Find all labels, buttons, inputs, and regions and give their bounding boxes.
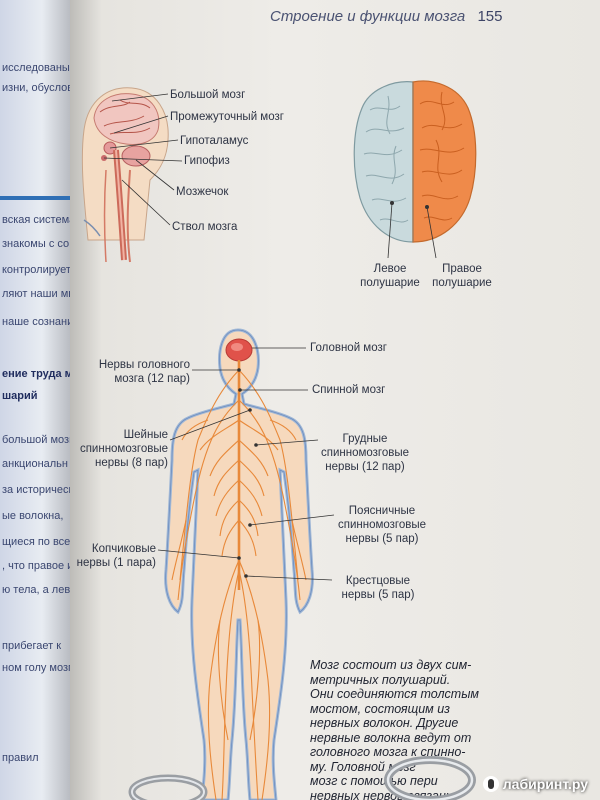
lumbar-line-1: Поясничные [348, 505, 416, 517]
left-hemisphere-line-2: полушарие [360, 277, 420, 289]
label-cerebrum: Большой мозг [170, 89, 246, 101]
caption-line: нервные волокна ведут от [310, 730, 472, 745]
anatomy-illustrations [81, 80, 477, 800]
adjacent-page-text-line: шарий [2, 390, 38, 402]
right-hemisphere-line-2: полушарие [432, 277, 492, 289]
adjacent-page-text-line: знакомы с со стр [2, 238, 70, 250]
adjacent-page-rule [0, 196, 70, 200]
watermark-text: лабиринт.ру [502, 776, 588, 792]
adjacent-page-text-line: прибегает к [2, 640, 62, 652]
caption-line: Они соединяются толстым [310, 687, 479, 701]
adjacent-page-text-line: ю тела, а лево [2, 584, 70, 596]
thoracic-line-1: Грудные [342, 433, 388, 445]
label-right-hemisphere: Правое полушарие [422, 262, 502, 290]
caption-line: мозг с помощью пери [310, 774, 438, 788]
label-diencephalon: Промежуточный мозг [170, 111, 284, 123]
label-coccygeal-nerves: Копчиковые нервы (1 пара) [70, 542, 156, 570]
caption-line: Мозг состоит из двух сим- [310, 658, 472, 672]
adjacent-page-text-line: изни, обуслове [2, 82, 70, 94]
thoracic-line-2: спинномозговые [320, 447, 410, 459]
left-hemisphere-line-1: Левое [373, 263, 407, 275]
adjacent-page-text-line: большой мозг д [2, 434, 70, 446]
sacral-line-1: Крестцовые [345, 575, 411, 587]
lumbar-line-2: спинномозговые [337, 519, 427, 531]
label-cerebellum: Мозжечок [176, 186, 229, 198]
illustration-caption: Мозг состоит из двух сим-метричных полуш… [310, 658, 510, 800]
head-sagittal-diagram [81, 87, 183, 263]
page-number: 155 [477, 8, 503, 25]
caption-line: головного мозга к спинно- [310, 745, 466, 759]
right-hemisphere-line-1: Правое [442, 263, 482, 275]
adjacent-page-fragment: исследованы бес изни, обуслове вская систе… [0, 0, 70, 800]
label-spinal-cord: Спинной мозг [312, 384, 386, 396]
adjacent-page-text-line: исследованы бес [2, 62, 70, 74]
thoracic-line-3: нервы (12 пар) [325, 461, 405, 473]
cervical-line-3: нервы (8 пар) [95, 457, 168, 469]
cervical-line-1: Шейные [123, 429, 168, 441]
adjacent-page-text-line: ном голу мозга [2, 662, 70, 674]
label-thoracic-nerves: Грудные спинномозговые нервы (12 пар) [310, 432, 420, 474]
caption-line: мостом, состоящим из [310, 701, 450, 716]
adjacent-page-text-line: правил [2, 752, 39, 764]
adjacent-page-text-line: ение труда м [2, 368, 70, 380]
sacral-line-2: нервы (5 пар) [341, 589, 415, 601]
label-cranial-nerves: Нервы головного мозга (12 пар) [84, 358, 190, 386]
label-left-hemisphere: Левое полушарие [350, 262, 430, 290]
brain-hemispheres-diagram [353, 80, 477, 259]
label-lumbar-nerves: Поясничные спинномозговые нервы (5 пар) [326, 504, 438, 546]
book-page: Строение и функции мозга 155 [70, 0, 600, 800]
lumbar-line-3: нервы (5 пар) [345, 533, 419, 545]
label-brain: Головной мозг [310, 342, 387, 354]
adjacent-page-text-line: анкциональн [2, 458, 68, 470]
adjacent-page-text-line: ляют наши мы [2, 288, 70, 300]
running-head: Строение и функции мозга 155 [270, 8, 502, 25]
adjacent-page-text-line: наше сознание. [2, 316, 70, 328]
cervical-line-2: спинномозговые [79, 443, 168, 455]
labirint-logo-icon [482, 776, 499, 792]
label-pituitary: Гипофиз [184, 155, 230, 167]
adjacent-page-text-line: вская система, гл [2, 214, 70, 226]
label-sacral-nerves: Крестцовые нервы (5 пар) [328, 574, 428, 602]
body-nervous-system-diagram [157, 328, 335, 800]
binder-ring-right-highlight [386, 758, 474, 800]
binder-ring-left-highlight [131, 777, 205, 800]
adjacent-page-text-line: за историческ [2, 484, 70, 496]
coccygeal-line-1: Копчиковые [91, 543, 156, 555]
cranial-line-2: мозга (12 пар) [114, 373, 190, 385]
cranial-line-1: Нервы головного [98, 359, 190, 371]
adjacent-page-text-line: , что правое и [2, 560, 70, 572]
caption-line: нервных нервов связаны [310, 788, 455, 800]
watermark: лабиринт.ру [482, 776, 588, 792]
label-brainstem: Ствол мозга [172, 221, 238, 233]
caption-line: нервных волокон. Другие [310, 716, 459, 730]
caption-line: метричных полушарий. [310, 672, 451, 687]
label-cervical-nerves: Шейные спинномозговые нервы (8 пар) [74, 428, 168, 470]
adjacent-page-text-line: контролирует в [2, 264, 70, 276]
coccygeal-line-2: нервы (1 пара) [76, 557, 156, 569]
adjacent-page-text-line: щиеся по всем [2, 536, 70, 548]
adjacent-page-text-line: ые волокна, [2, 510, 64, 522]
label-hypothalamus: Гипоталамус [180, 135, 249, 147]
running-title: Строение и функции мозга [270, 8, 466, 25]
